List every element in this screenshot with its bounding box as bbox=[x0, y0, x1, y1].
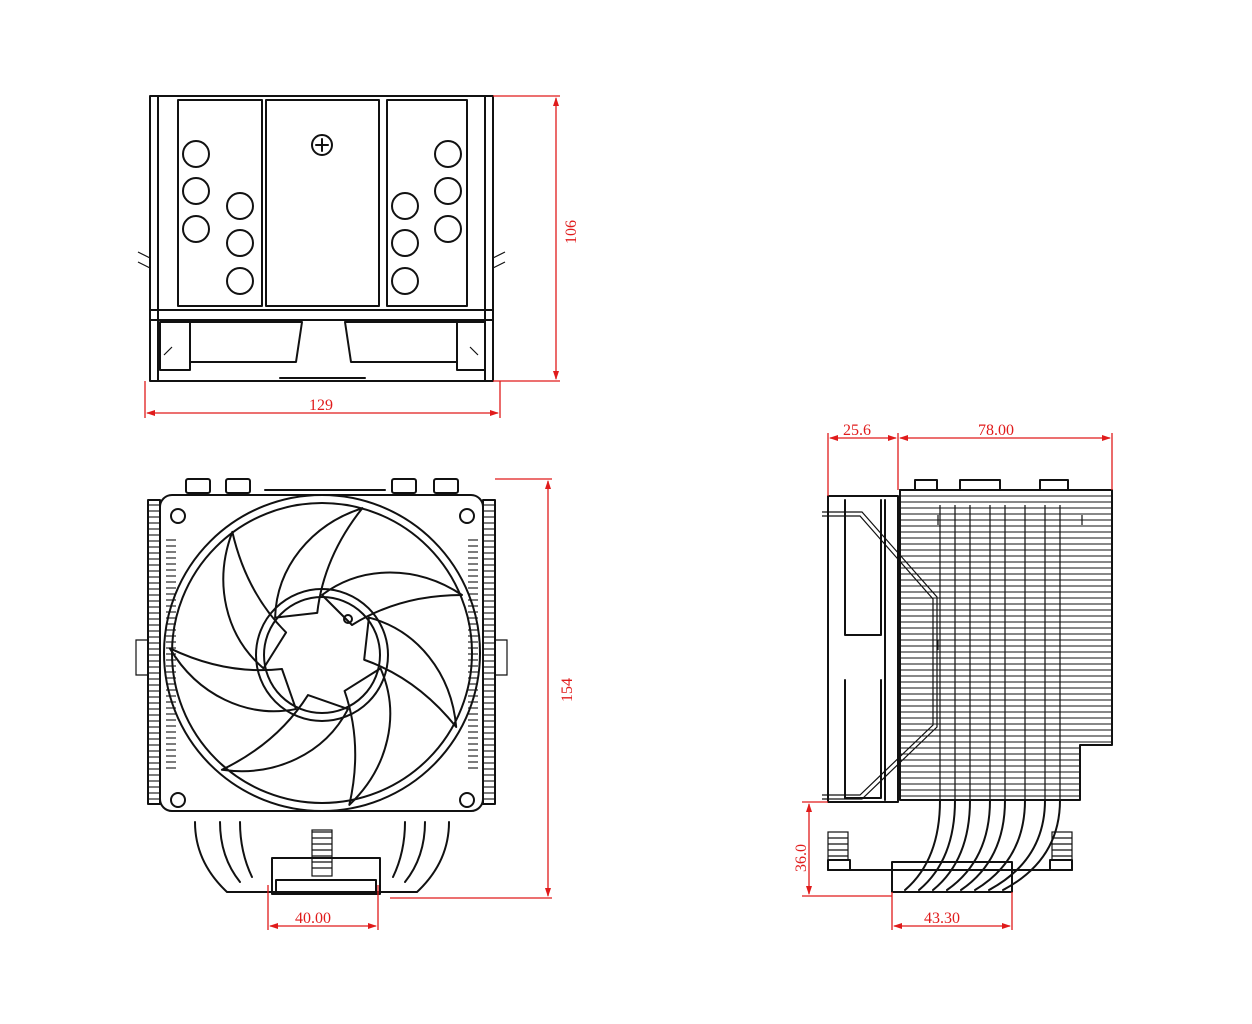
heatpipe-ends-right bbox=[391, 140, 462, 295]
dim-top-height: 106 bbox=[493, 95, 580, 382]
mount-screw-icon bbox=[311, 134, 333, 156]
side-fan-body bbox=[827, 495, 899, 803]
side-heatpipe-bend bbox=[904, 799, 941, 891]
side-spring-left-icon bbox=[827, 831, 849, 861]
top-fan-clip-left bbox=[159, 321, 191, 371]
fan-blades bbox=[168, 507, 463, 806]
fan-blade bbox=[220, 694, 350, 773]
top-center-block bbox=[265, 99, 380, 307]
side-heatpipe-bend bbox=[932, 799, 971, 891]
side-heatpipe-bend bbox=[1002, 799, 1061, 891]
side-heatsink-fins bbox=[900, 495, 1112, 797]
front-fins-right bbox=[483, 504, 495, 800]
fan-blade bbox=[222, 530, 288, 670]
side-heatpipe-bend bbox=[974, 799, 1026, 891]
top-left-fin-stack bbox=[177, 99, 263, 307]
top-view-outline bbox=[149, 95, 494, 382]
top-fan-blade-left bbox=[189, 321, 303, 363]
heatpipe-ends-left bbox=[182, 140, 254, 295]
dim-label-78: 78.00 bbox=[978, 422, 1014, 439]
top-fan-blade-right bbox=[344, 321, 458, 363]
dim-label-36: 36.0 bbox=[793, 844, 810, 872]
side-spring-right-icon bbox=[1051, 831, 1073, 861]
dim-side-base: 43.30 bbox=[891, 892, 1013, 930]
side-heatpipe-bend bbox=[918, 799, 956, 891]
dim-label-25-6: 25.6 bbox=[843, 422, 871, 439]
front-view bbox=[135, 478, 508, 895]
top-right-fin-stack bbox=[386, 99, 468, 307]
dim-label-106: 106 bbox=[563, 220, 580, 244]
dim-top-width: 129 bbox=[144, 381, 501, 418]
dim-side-clearance: 36.0 bbox=[793, 801, 892, 897]
side-view bbox=[822, 479, 1113, 893]
front-base-plate bbox=[271, 857, 381, 895]
dim-label-129: 129 bbox=[309, 397, 333, 414]
top-view bbox=[137, 95, 506, 382]
fan-blade bbox=[343, 667, 392, 806]
fan-corner-holes bbox=[170, 508, 475, 808]
fan-hub bbox=[255, 588, 389, 722]
side-heatpipe-bend bbox=[960, 799, 1006, 891]
dim-label-40: 40.00 bbox=[295, 910, 331, 927]
dim-front-base-width: 40.00 bbox=[267, 885, 379, 930]
fan-blade bbox=[321, 571, 463, 626]
side-heatpipe-bend bbox=[988, 799, 1046, 891]
fan-blade bbox=[363, 616, 458, 729]
fan-blade bbox=[168, 647, 297, 713]
side-heatpipe-bend bbox=[946, 799, 991, 891]
dim-side-top: 25.6 78.00 bbox=[827, 422, 1113, 496]
front-spring-icon bbox=[311, 829, 333, 877]
top-fan-clip-right bbox=[456, 321, 486, 371]
fan-blade bbox=[274, 507, 364, 619]
front-fins-inner bbox=[166, 539, 478, 769]
dim-front-height: 154 bbox=[390, 478, 576, 899]
dim-label-154: 154 bbox=[559, 678, 576, 702]
side-base-plate bbox=[891, 861, 1013, 893]
front-fins-left bbox=[148, 504, 160, 800]
fan-shroud bbox=[163, 494, 481, 812]
dim-label-43-3: 43.30 bbox=[924, 910, 960, 927]
side-wire-clip bbox=[822, 511, 938, 800]
side-heatpipes bbox=[904, 505, 1061, 891]
